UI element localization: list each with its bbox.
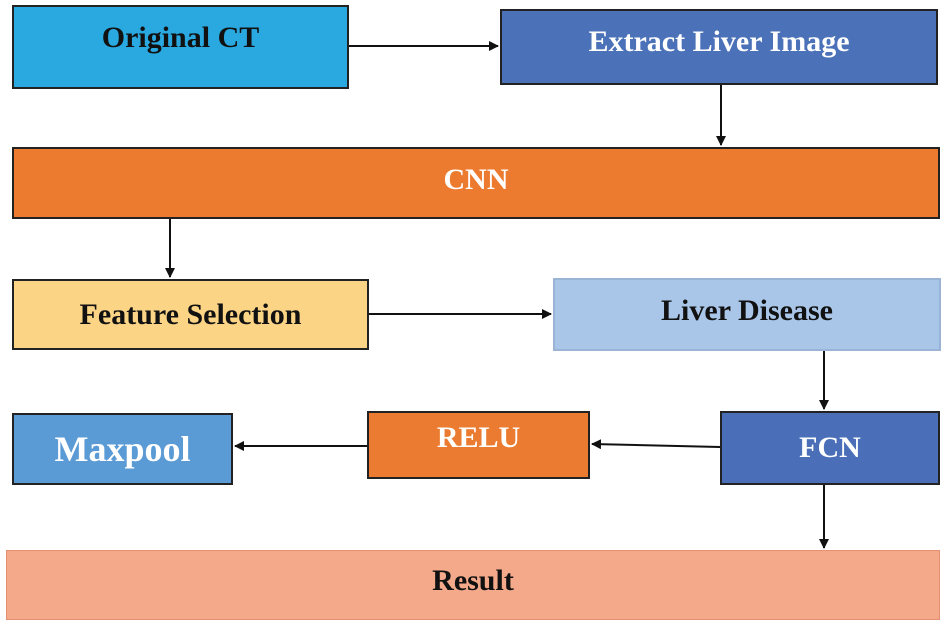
node-liver-disease: Liver Disease	[553, 278, 941, 351]
node-label-liver-disease: Liver Disease	[661, 293, 833, 327]
node-feature-selection: Feature Selection	[12, 279, 369, 350]
node-label-extract-liver-image: Extract Liver Image	[588, 25, 850, 58]
node-label-maxpool: Maxpool	[54, 429, 191, 469]
node-maxpool: Maxpool	[12, 413, 233, 485]
node-label-relu: RELU	[436, 421, 521, 454]
node-label-result: Result	[432, 564, 514, 597]
node-result: Result	[6, 550, 940, 620]
node-original-ct: Original CT	[12, 5, 349, 89]
node-label-fcn: FCN	[799, 431, 861, 464]
arrow-fcn-to-relu	[591, 439, 721, 450]
node-cnn: CNN	[12, 147, 940, 219]
node-label-feature-selection: Feature Selection	[79, 297, 302, 331]
node-fcn: FCN	[720, 411, 940, 485]
node-label-cnn: CNN	[443, 163, 509, 196]
node-extract-liver-image: Extract Liver Image	[500, 9, 938, 85]
node-relu: RELU	[367, 411, 590, 479]
node-label-original-ct: Original CT	[101, 21, 260, 54]
